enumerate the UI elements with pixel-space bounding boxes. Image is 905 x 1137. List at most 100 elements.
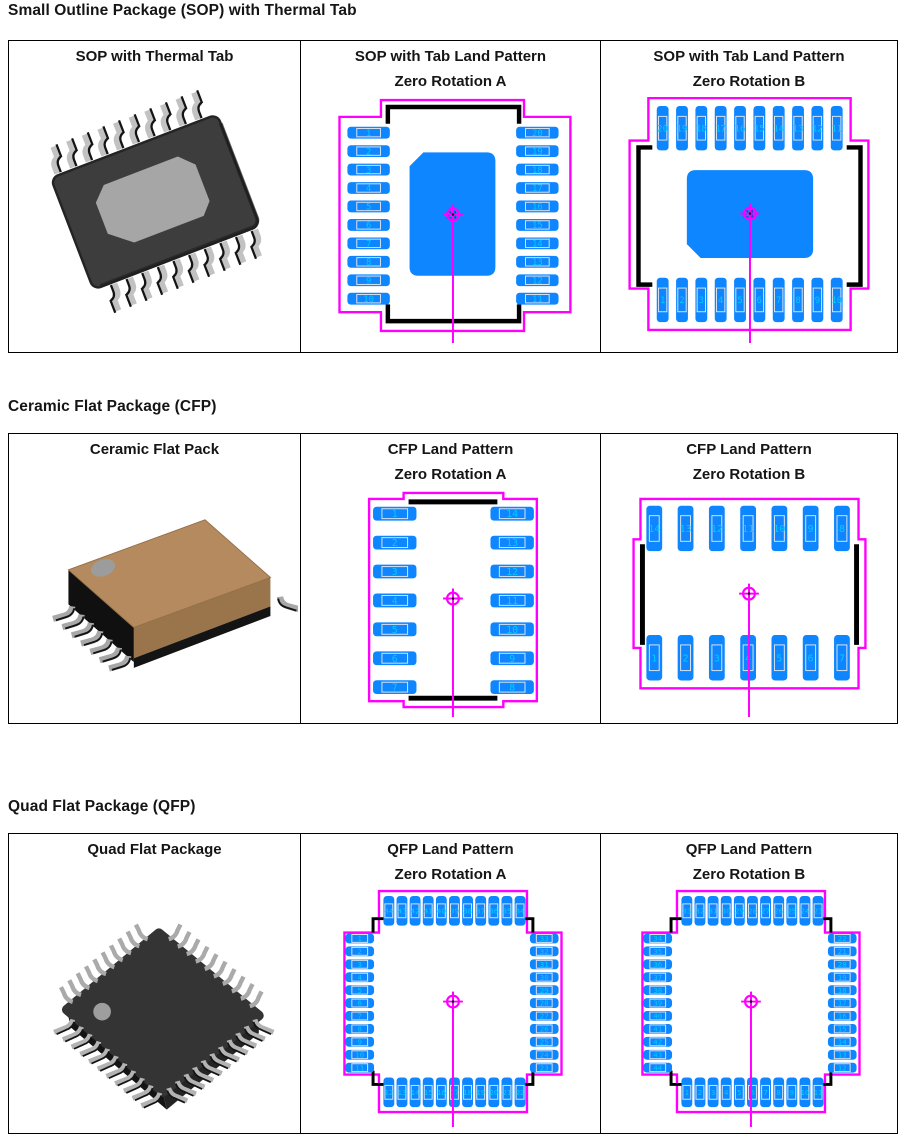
pad-number: 4: [365, 184, 370, 194]
pad-number: 10: [355, 1050, 364, 1059]
pad-number-box: [708, 903, 718, 919]
pad-number-box: [649, 998, 667, 1008]
pad-13: [827, 1049, 857, 1060]
pad-number-box: [380, 681, 408, 693]
pad-number: 8: [839, 524, 845, 535]
pad-number-box: [535, 1050, 553, 1060]
pad-number-box: [524, 220, 550, 230]
pad-number-box: [696, 287, 707, 313]
pad-number: 19: [677, 124, 688, 134]
pad-number-box: [380, 537, 408, 549]
pad-number-box: [742, 515, 754, 542]
pad-number: 33: [539, 934, 548, 943]
pad-number-box: [498, 566, 525, 577]
pad-13: [677, 505, 694, 552]
pad-30: [529, 972, 559, 983]
pad-number-box: [449, 903, 459, 919]
pad-2: [676, 277, 688, 323]
pad-14: [772, 106, 785, 151]
pad-number: 3: [711, 1088, 715, 1097]
pad-number: 6: [391, 654, 397, 665]
pad-10: [830, 277, 843, 323]
pad-number-box: [735, 115, 745, 141]
pad-number-box: [498, 537, 525, 549]
pad-number-box: [535, 1037, 553, 1047]
pad-number-box: [462, 903, 472, 919]
lead: [119, 938, 131, 953]
pad-number-box: [535, 933, 553, 943]
pad-number-box: [423, 1084, 433, 1100]
sop-3d-image: [12, 71, 298, 329]
pad-13: [489, 535, 534, 550]
pad-number: 8: [365, 258, 370, 268]
pad-number-box: [535, 946, 553, 956]
pad-number-box: [423, 903, 433, 919]
pad-18: [695, 106, 708, 151]
pad-12: [515, 274, 559, 287]
lead: [167, 260, 186, 289]
pad-4: [344, 972, 374, 983]
pad-20: [515, 126, 559, 139]
lead: [105, 284, 124, 313]
courtyard-outline: [641, 889, 861, 1114]
pad-number-box: [535, 972, 553, 982]
pad-9: [489, 651, 534, 666]
pad-11: [830, 106, 843, 151]
pad-number: 41: [653, 1025, 662, 1034]
pad-number-box: [515, 903, 525, 919]
pad-number-box: [649, 933, 667, 943]
pad-3: [372, 564, 416, 579]
pad-number-box: [812, 115, 823, 141]
lead: [53, 606, 74, 620]
pad-number: 11: [506, 596, 518, 607]
pad-number: 7: [357, 1012, 361, 1021]
pad-number: 39: [450, 906, 459, 915]
pad-1: [346, 126, 390, 139]
pad-number-box: [355, 127, 381, 138]
cfp-photo-cell: Ceramic Flat Pack: [9, 434, 301, 723]
pad-43: [643, 1049, 673, 1060]
pad-number: 13: [531, 258, 542, 268]
pad-28: [529, 998, 559, 1008]
pad-number: 36: [489, 906, 498, 915]
pad-36: [643, 959, 673, 970]
origin-dot: [451, 597, 454, 600]
pad-12: [827, 1062, 857, 1073]
pad-number: 20: [489, 1088, 498, 1097]
pad-number-box: [350, 1011, 368, 1021]
pad-23: [529, 1062, 559, 1073]
pad-number-box: [380, 623, 408, 635]
pad-15: [515, 218, 559, 231]
pad-number-box: [812, 287, 823, 313]
pad-31: [529, 959, 559, 970]
lead: [168, 924, 180, 939]
pattern-title-line1: CFP Land Pattern: [686, 441, 812, 458]
pad-number: 2: [683, 653, 689, 664]
pad-7: [372, 680, 416, 695]
pattern-title: SOP with Tab Land Pattern Zero Rotation …: [301, 41, 600, 94]
pad-number-box: [380, 508, 408, 520]
pad-16: [734, 106, 746, 151]
pad-number: 19: [838, 973, 847, 982]
pad-number: 16: [838, 1012, 847, 1021]
origin-crosshair-lines: [442, 991, 463, 1127]
pattern-title-line1: CFP Land Pattern: [387, 441, 514, 458]
pad-number: 3: [391, 567, 397, 578]
pad-number: 11: [831, 124, 842, 134]
lead: [172, 96, 191, 125]
pad-number-box: [350, 998, 368, 1008]
pad-number-box: [793, 115, 803, 141]
pad-number: 34: [515, 906, 524, 915]
pad-number-box: [524, 238, 550, 249]
pad-12: [811, 106, 824, 151]
pad-number-box: [836, 644, 848, 672]
pad-number: 10: [800, 1088, 809, 1097]
pad-number-box: [677, 287, 687, 313]
pattern-title-line2: Zero Rotation B: [692, 866, 806, 883]
pad-44: [643, 1062, 673, 1073]
pad-number-box: [748, 1084, 757, 1100]
lead: [85, 966, 97, 981]
pad-6: [372, 651, 416, 666]
pad-number: 33: [682, 906, 691, 915]
pad-14: [515, 237, 559, 250]
